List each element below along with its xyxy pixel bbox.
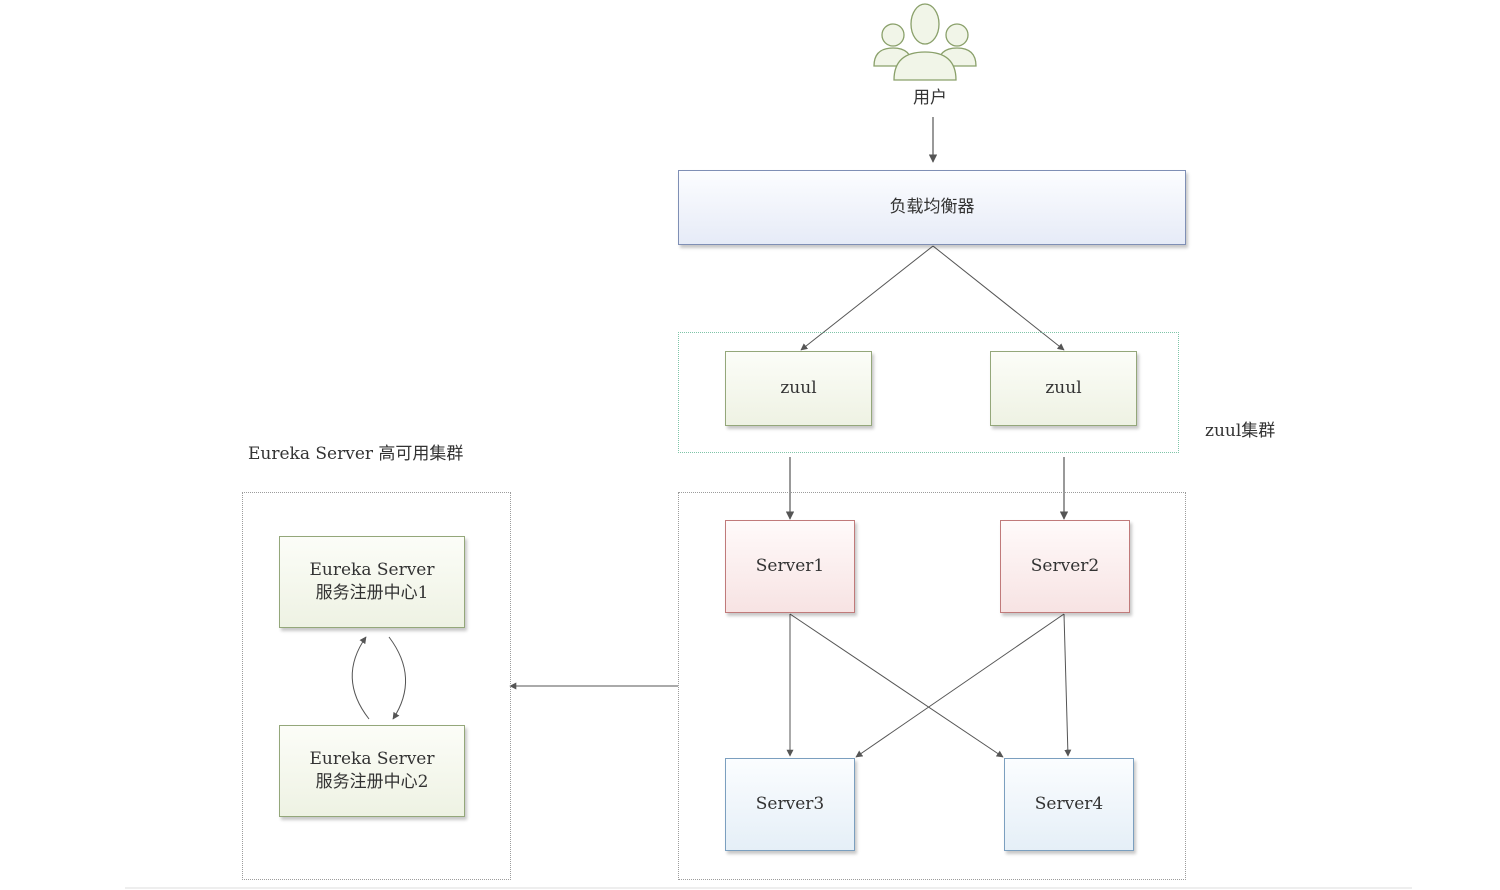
server-label: Server4 <box>1034 794 1104 814</box>
load-balancer-label: 负载均衡器 <box>889 197 975 217</box>
load-balancer-box[interactable]: 负载均衡器 <box>678 170 1186 245</box>
arrow-eureka-2-to-1 <box>351 636 370 720</box>
zuul-node-label: zuul <box>1045 378 1082 398</box>
arrow-eureka-1-to-2 <box>388 636 406 720</box>
eureka-cluster-group <box>242 492 511 880</box>
zuul-node-1[interactable]: zuul <box>725 351 872 426</box>
eureka-server-title: Eureka Server <box>309 560 435 580</box>
arrow-server2-to-server3 <box>855 613 1065 758</box>
server-label: Server2 <box>1030 556 1100 576</box>
server-1[interactable]: Server1 <box>725 520 855 613</box>
zuul-cluster-group <box>678 332 1179 453</box>
eureka-server-title: Eureka Server <box>309 749 435 769</box>
eureka-server-subtitle: 服务注册中心2 <box>315 772 429 792</box>
arrow-server1-to-server4 <box>789 613 1004 758</box>
server-4[interactable]: Server4 <box>1004 758 1134 851</box>
eureka-server-1[interactable]: Eureka Server 服务注册中心1 <box>279 536 465 628</box>
arrow-server2-to-server4 <box>1063 613 1072 757</box>
server-label: Server3 <box>755 794 825 814</box>
eureka-server-subtitle: 服务注册中心1 <box>315 583 429 603</box>
service-cluster-group <box>678 492 1186 880</box>
user-label: 用户 <box>913 88 947 108</box>
zuul-node-2[interactable]: zuul <box>990 351 1137 426</box>
server-label: Server1 <box>755 556 825 576</box>
server-2[interactable]: Server2 <box>1000 520 1130 613</box>
zuul-cluster-label: zuul集群 <box>1205 421 1276 441</box>
user-group-icon <box>873 3 977 81</box>
eureka-cluster-label: Eureka Server 高可用集群 <box>248 444 464 464</box>
zuul-node-label: zuul <box>780 378 817 398</box>
eureka-server-2[interactable]: Eureka Server 服务注册中心2 <box>279 725 465 817</box>
server-3[interactable]: Server3 <box>725 758 855 851</box>
